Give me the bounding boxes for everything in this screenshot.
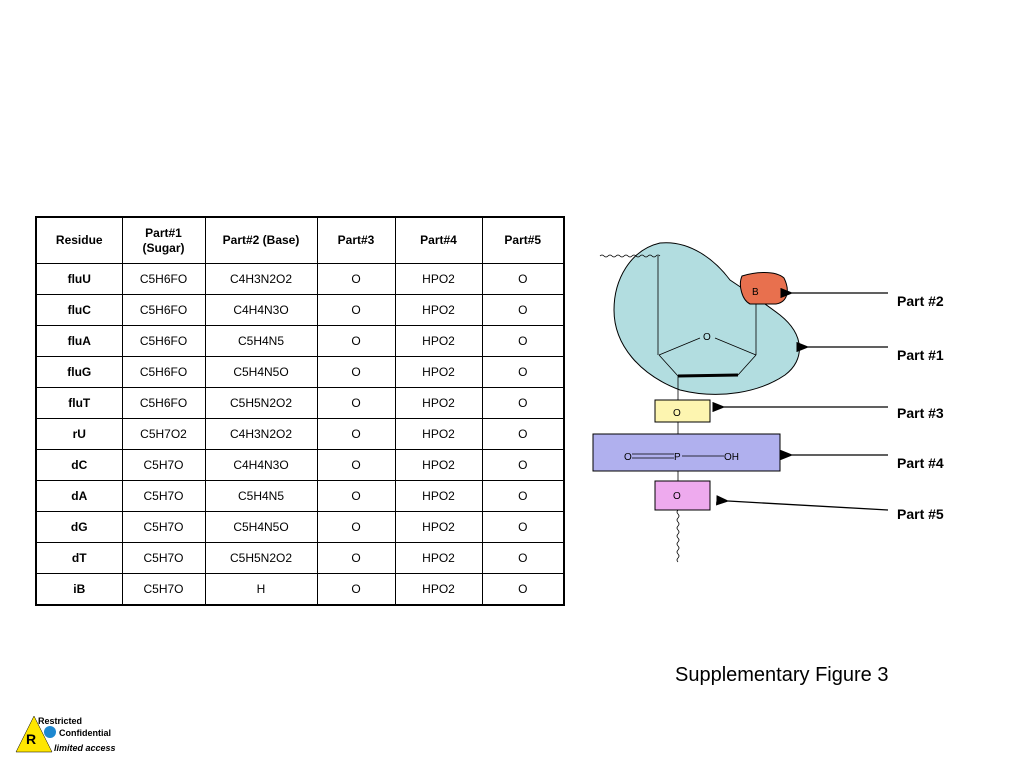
column-header: Part#4 <box>394 216 483 264</box>
restricted-confidential-badge: R Restricted Confidential limited access <box>14 714 132 756</box>
residue-name-cell: fluU <box>35 263 123 295</box>
ring-bond <box>714 337 757 356</box>
part5-arrow <box>716 495 889 511</box>
column-header: Part#5 <box>481 216 565 264</box>
table-cell: O <box>316 294 396 326</box>
table-cell: O <box>316 542 396 574</box>
table-cell: O <box>481 387 565 419</box>
badge-confidential-text: Confidential <box>59 728 111 738</box>
table-cell: O <box>316 356 396 388</box>
residue-name-cell: fluG <box>35 356 123 388</box>
table-cell: HPO2 <box>394 325 483 357</box>
base-region <box>739 272 788 305</box>
table-cell: C5H7O <box>121 449 206 481</box>
table-cell: O <box>316 387 396 419</box>
table-cell: HPO2 <box>394 356 483 388</box>
part3-oxygen-label: O <box>673 408 681 419</box>
globe-icon <box>44 726 56 738</box>
backbone-bottom-wavy-line <box>676 509 680 563</box>
ring-bond-bold <box>677 373 739 378</box>
table-cell: C5H6FO <box>121 325 206 357</box>
ring-bond <box>658 337 701 356</box>
residue-name-cell: dC <box>35 449 123 481</box>
part5-box <box>654 480 711 511</box>
table-cell: C4H3N2O2 <box>204 263 318 295</box>
part1-label: Part #1 <box>897 347 944 363</box>
phosphate-oh-label: OH <box>724 452 739 463</box>
part2-label: Part #2 <box>897 293 944 309</box>
table-cell: H <box>204 573 318 606</box>
table-cell: O <box>316 449 396 481</box>
part4-box <box>592 433 781 472</box>
table-cell: O <box>481 573 565 606</box>
part3-label: Part #3 <box>897 405 944 421</box>
table-cell: O <box>481 511 565 543</box>
table-cell: C5H4N5O <box>204 511 318 543</box>
badge-restricted-text: Restricted <box>38 716 83 726</box>
figure-caption: Supplementary Figure 3 <box>675 664 889 686</box>
column-header: Part#3 <box>316 216 396 264</box>
table-cell: O <box>316 573 396 606</box>
table-cell: C5H6FO <box>121 387 206 419</box>
table-cell: O <box>481 294 565 326</box>
residue-name-cell: fluT <box>35 387 123 419</box>
ring-oxygen-label: O <box>703 332 711 343</box>
table-cell: C5H5N2O2 <box>204 542 318 574</box>
table-cell: HPO2 <box>394 449 483 481</box>
table-cell: O <box>481 325 565 357</box>
base-label: B <box>752 287 759 298</box>
ring-bond <box>658 354 679 377</box>
table-cell: C5H7O <box>121 511 206 543</box>
table-cell: C5H7O <box>121 542 206 574</box>
residue-name-cell: dG <box>35 511 123 543</box>
sugar-region <box>613 242 800 395</box>
part3-box <box>654 399 711 423</box>
table-cell: C5H7O <box>121 573 206 606</box>
residue-name-cell: dA <box>35 480 123 512</box>
column-header: Part#2 (Base) <box>204 216 318 264</box>
table-cell: HPO2 <box>394 573 483 606</box>
table-cell: O <box>481 542 565 574</box>
ring-bond <box>737 354 757 376</box>
table-cell: C5H4N5O <box>204 356 318 388</box>
table-cell: O <box>481 418 565 450</box>
table-cell: O <box>316 480 396 512</box>
residue-name-cell: iB <box>35 573 123 606</box>
table-cell: C4H4N3O <box>204 294 318 326</box>
table-cell: C5H6FO <box>121 294 206 326</box>
part4-label: Part #4 <box>897 455 944 471</box>
backbone-top-wavy-line <box>599 254 661 258</box>
column-header: Part#1 (Sugar) <box>121 216 206 264</box>
table-cell: O <box>316 511 396 543</box>
table-cell: O <box>481 480 565 512</box>
part5-label: Part #5 <box>897 506 944 522</box>
residue-name-cell: dT <box>35 542 123 574</box>
table-cell: C5H4N5 <box>204 325 318 357</box>
phosphate-oxygen-label: O <box>624 452 632 463</box>
table-cell: C5H4N5 <box>204 480 318 512</box>
badge-letter: R <box>26 731 37 747</box>
table-cell: C4H3N2O2 <box>204 418 318 450</box>
table-cell: HPO2 <box>394 418 483 450</box>
part5-oxygen-label: O <box>673 491 681 502</box>
badge-limited-access-text: limited access <box>54 743 116 753</box>
table-cell: O <box>316 325 396 357</box>
table-cell: HPO2 <box>394 542 483 574</box>
phosphate-p-label: P <box>674 452 681 463</box>
warning-triangle-icon <box>15 715 53 753</box>
